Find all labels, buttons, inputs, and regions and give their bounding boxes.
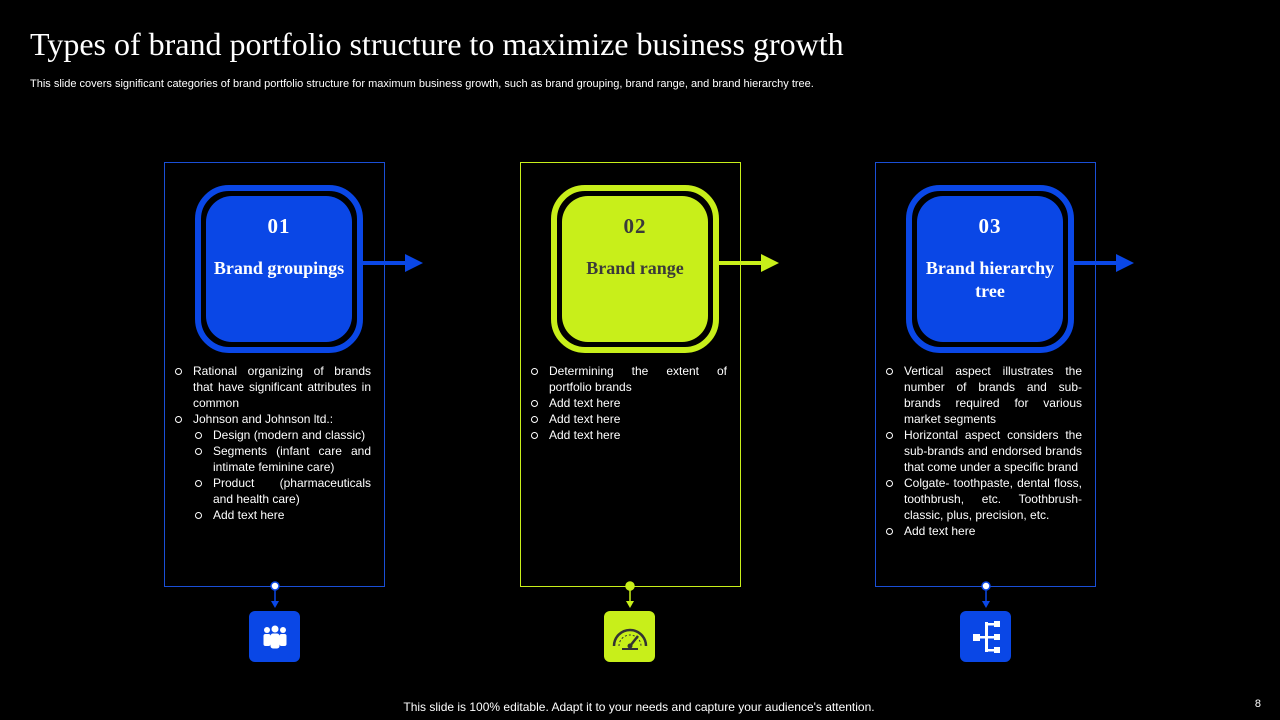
- badge-label: Brand groupings: [213, 258, 345, 278]
- badge-label: Brand range: [586, 258, 684, 278]
- card-brand-groupings: 01 Brand groupings Rational organizing o…: [164, 162, 423, 587]
- connector-dot-arrow: [981, 581, 991, 608]
- card-bullet-list: Vertical aspect illustrates the number o…: [886, 363, 1082, 539]
- connector-dot-arrow: [270, 581, 280, 608]
- arrow-right-icon: [1072, 254, 1134, 272]
- list-item: Add text here: [531, 427, 727, 443]
- slide-subtitle: This slide covers significant categories…: [30, 78, 814, 90]
- list-item: Determining the extent of portfolio bran…: [531, 363, 727, 395]
- list-item: Add text here: [886, 523, 1082, 539]
- speedometer-icon: [604, 611, 655, 662]
- badge-number: 02: [623, 214, 647, 238]
- page-number: 8: [1254, 698, 1261, 710]
- list-item: Add text here: [175, 507, 371, 523]
- arrow-right-icon: [361, 254, 423, 272]
- slide-footer: This slide is 100% editable. Adapt it to…: [403, 700, 875, 714]
- badge-brand-range: 02 Brand range: [551, 185, 719, 353]
- list-item: Horizontal aspect considers the sub-bran…: [886, 427, 1082, 475]
- card-bullet-list: Rational organizing of brands that have …: [175, 363, 371, 523]
- card-bullet-list: Determining the extent of portfolio bran…: [531, 363, 727, 443]
- connector-dot-arrow: [625, 581, 635, 608]
- list-item: Rational organizing of brands that have …: [175, 363, 371, 411]
- list-item: Add text here: [531, 411, 727, 427]
- badge-label: Brand hierarchy tree: [925, 258, 1055, 301]
- team-icon: [249, 611, 300, 662]
- badge-number: 03: [978, 214, 1002, 238]
- list-item: Design (modern and classic): [175, 427, 371, 443]
- hierarchy-icon: [960, 611, 1011, 662]
- list-item: Add text here: [531, 395, 727, 411]
- list-item: Product (pharmaceuticals and health care…: [175, 475, 371, 507]
- slide-title: Types of brand portfolio structure to ma…: [30, 26, 844, 62]
- list-item: Colgate- toothpaste, dental floss, tooth…: [886, 475, 1082, 523]
- card-brand-hierarchy-tree: 03 Brand hierarchy tree Vertical aspect …: [875, 162, 1134, 587]
- card-brand-range: 02 Brand range Determining the extent of…: [520, 162, 779, 587]
- badge-brand-hierarchy-tree: 03 Brand hierarchy tree: [906, 185, 1074, 353]
- list-item: Segments (infant care and intimate femin…: [175, 443, 371, 475]
- badge-number: 01: [267, 214, 291, 238]
- list-item: Johnson and Johnson ltd.:: [175, 411, 371, 427]
- list-item: Vertical aspect illustrates the number o…: [886, 363, 1082, 427]
- badge-brand-groupings: 01 Brand groupings: [195, 185, 363, 353]
- arrow-right-icon: [717, 254, 779, 272]
